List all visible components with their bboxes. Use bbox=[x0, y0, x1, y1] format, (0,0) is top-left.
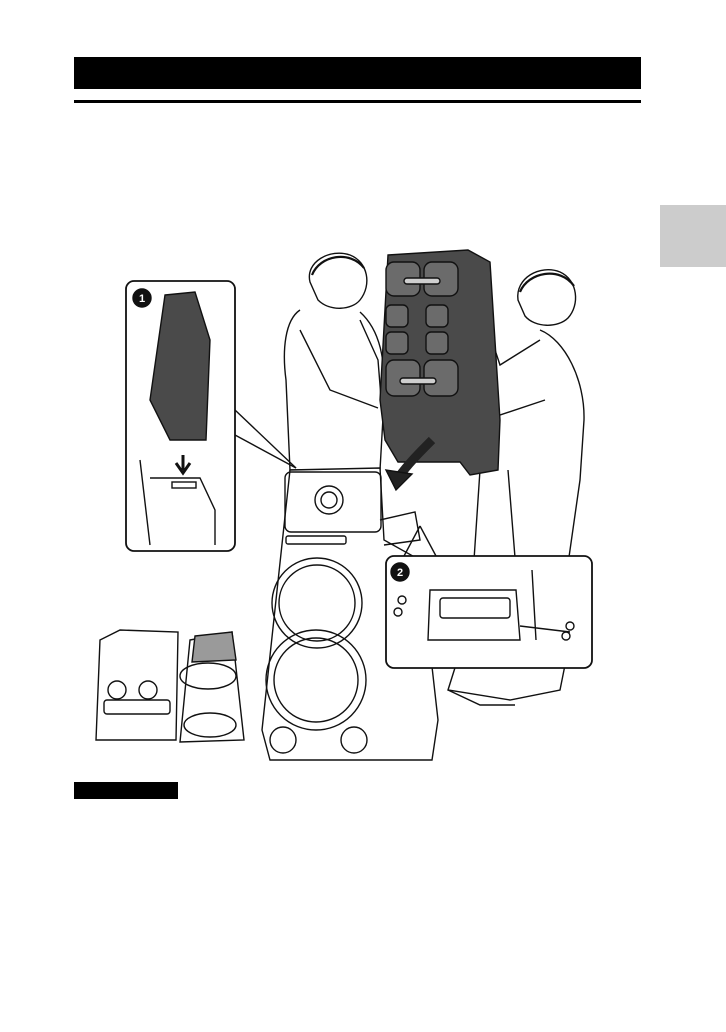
inset-step-1 bbox=[126, 281, 296, 551]
detail-view-left bbox=[96, 630, 178, 740]
speaker-assembly-illustration: 1 2 bbox=[80, 240, 640, 770]
note-label-bar bbox=[74, 782, 178, 799]
speaker-top-unit bbox=[380, 250, 500, 475]
detail-view-right bbox=[180, 632, 244, 742]
section-tab bbox=[660, 205, 726, 267]
page-title-bar bbox=[74, 57, 641, 89]
title-underline bbox=[74, 100, 641, 103]
step-marker-2: 2 bbox=[397, 567, 403, 579]
inset-step-2 bbox=[386, 526, 592, 668]
assembly-illustration: 1 2 bbox=[80, 240, 640, 770]
step-marker-1: 1 bbox=[139, 293, 145, 305]
